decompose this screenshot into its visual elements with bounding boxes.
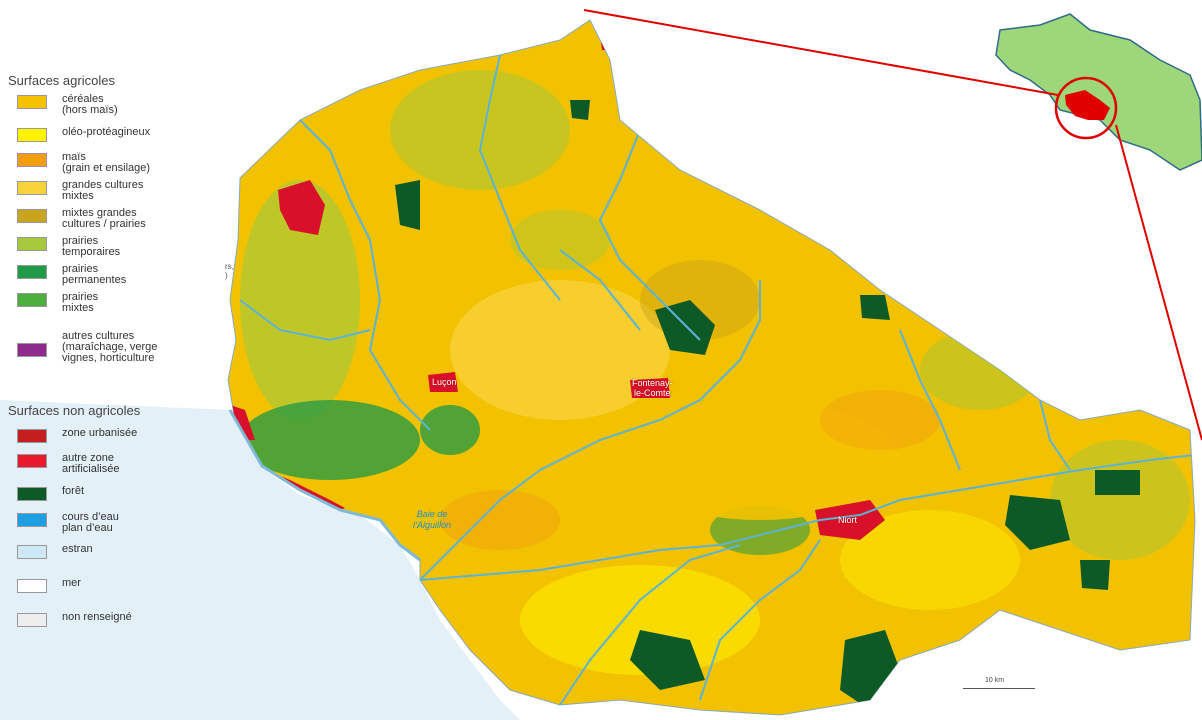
urban-zone: [815, 500, 885, 540]
water-label: cours d’eau plan d’eau: [62, 511, 119, 534]
forest-areas: [395, 100, 1140, 710]
cut-off-label: rs, ): [225, 262, 234, 280]
grassland-patch: [240, 180, 360, 420]
river-line: [899, 329, 961, 471]
temporary-grassland-swatch: [17, 237, 47, 251]
oilseeds-swatch: [17, 128, 47, 142]
river-line: [239, 299, 371, 342]
forest-patch: [570, 100, 590, 120]
forest-patch: [1095, 470, 1140, 495]
mixed-crops-grassland-label: mixtes grandes cultures / prairies: [62, 207, 146, 230]
grassland-patch: [510, 210, 610, 270]
connector-line: [583, 9, 1059, 96]
maize-swatch: [17, 153, 47, 167]
mixed-grassland-label: prairies mixtes: [62, 291, 99, 314]
mixed-grassland-swatch: [17, 293, 47, 307]
river-line: [598, 129, 701, 341]
sea-area: [0, 400, 520, 720]
urban-zone: [510, 28, 530, 44]
river-line: [478, 54, 561, 301]
not-specified-label: non renseigné: [62, 611, 132, 623]
urban-zone: [428, 372, 458, 392]
inset-highlight-circle: [1054, 76, 1118, 140]
water-swatch: [17, 513, 47, 527]
forest-swatch: [17, 487, 47, 501]
river-line: [559, 544, 741, 706]
grassland-patch: [920, 330, 1040, 410]
cereal-patch: [450, 280, 670, 420]
scale-label: 10 km: [985, 677, 1005, 684]
urban-zone-swatch: [17, 429, 47, 443]
forest-label: forêt: [62, 485, 85, 497]
grassland-patch: [240, 400, 420, 480]
mixed-crops-grassland-swatch: [17, 209, 47, 223]
grassland-patch: [420, 405, 480, 455]
other-crops-label: autres cultures (maraîchage, verge vigne…: [62, 330, 158, 364]
river-line: [419, 454, 1195, 581]
artificial-zone-swatch: [17, 454, 47, 468]
forest-patch: [860, 295, 890, 320]
cereals-swatch: [17, 95, 47, 109]
town-label: Fontenay- le-Comte: [632, 378, 673, 398]
grassland-patch: [390, 70, 570, 190]
river-line: [419, 280, 761, 581]
agricultural-surfaces-heading: Surfaces agricoles: [8, 73, 115, 88]
oilseed-patch: [840, 510, 1020, 610]
bay-label: Baie de l’Aiguillon: [413, 509, 452, 530]
non-agricultural-surfaces-heading: Surfaces non agricoles: [8, 403, 141, 418]
coastline: [228, 409, 421, 562]
urban-zone: [630, 378, 670, 398]
map-legend: Surfaces agricoles céréales (hors maïs) …: [0, 0, 200, 720]
oilseeds-label: oléo-protéagineux: [62, 126, 151, 138]
mixed-crops-label: grandes cultures mixtes: [62, 179, 144, 202]
mixed-crops-swatch: [17, 181, 47, 195]
artificial-zone-label: autre zone artificialisée: [62, 452, 120, 475]
sea-label: mer: [62, 577, 81, 589]
urban-zone: [600, 32, 620, 50]
foreshore-swatch: [17, 545, 47, 559]
land-use-patches: [240, 70, 1190, 675]
river-line: [699, 539, 821, 701]
town-label: Luçon: [432, 377, 457, 387]
forest-patch: [655, 300, 715, 355]
forest-patch: [395, 180, 420, 230]
inset-locator-map: [993, 10, 1202, 171]
permanent-grassland-swatch: [17, 265, 47, 279]
forest-patch: [1005, 495, 1070, 550]
temporary-grassland-label: prairies temporaires: [62, 235, 121, 258]
rivers: [239, 54, 1195, 706]
urban-zone: [230, 405, 255, 440]
inset-region-area: [995, 13, 1202, 171]
river-line: [299, 119, 431, 431]
maize-patch: [440, 490, 560, 550]
urban-zone-label: zone urbanisée: [62, 427, 138, 439]
oilseed-patch: [520, 565, 760, 675]
foreshore-label: estran: [62, 543, 93, 555]
maize-label: maïs (grain et ensilage): [62, 151, 151, 174]
cereal-patch: [620, 400, 900, 520]
river-line: [1039, 399, 1071, 471]
sea-swatch: [17, 579, 47, 593]
town-label: Niort: [838, 515, 858, 525]
not-specified-swatch: [17, 613, 47, 627]
scale-bar: [963, 688, 1035, 689]
forest-patch: [630, 630, 705, 690]
forest-patch: [1080, 560, 1110, 590]
cereals-label: céréales (hors maïs): [62, 93, 118, 116]
permanent-grassland-label: prairies permanentes: [62, 263, 127, 286]
other-crops-swatch: [17, 343, 47, 357]
river-line: [559, 249, 641, 331]
connector-line: [1115, 124, 1202, 441]
maize-patch: [820, 390, 940, 450]
urban-zone: [278, 180, 325, 235]
inset-highlight-area: [1065, 90, 1110, 120]
